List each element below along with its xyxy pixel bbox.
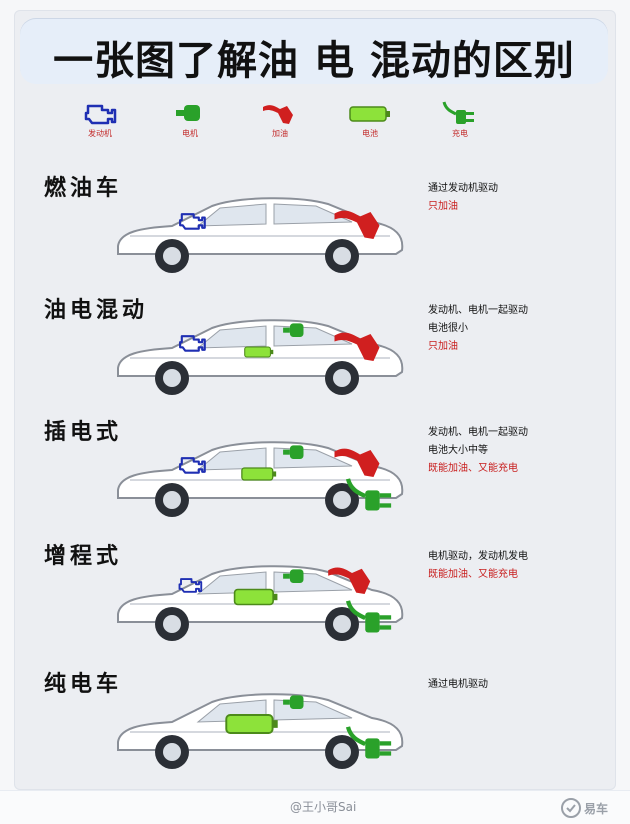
car-illustration [117, 197, 404, 273]
legend-label: 电机 [182, 129, 198, 138]
section-title: 增程式 [44, 544, 123, 569]
plug-icon [345, 726, 392, 759]
legend-label: 充电 [452, 129, 468, 138]
description-line: 既能加油、又能充电 [428, 463, 518, 474]
section-title: 插电式 [44, 420, 123, 445]
motor-icon [283, 569, 304, 583]
description-line: 电池大小中等 [428, 445, 488, 456]
section-description: 发动机、电机一起驱动 电池很小 只加油 [428, 302, 608, 356]
engine-icon [84, 104, 117, 125]
title-bar: 一张图了解油 电 混动的区别 [20, 18, 608, 84]
description-line: 既能加油、又能充电 [428, 569, 518, 580]
description-line: 电池很小 [428, 323, 468, 334]
battery-icon [349, 106, 390, 122]
legend-item-fuel: 加油 [240, 100, 320, 140]
section-title: 燃油车 [44, 176, 123, 201]
description-line: 通过发动机驱动 [428, 183, 498, 194]
description-line: 电机驱动，发动机发电 [428, 551, 528, 562]
engine-icon [179, 335, 206, 352]
battery-icon [225, 714, 278, 734]
plug-icon [345, 600, 392, 633]
description-line: 发动机、电机一起驱动 [428, 427, 528, 438]
fuel-nozzle-icon [334, 210, 380, 239]
plug-icon [345, 478, 392, 511]
section-electric-car: 纯电车 通过电机驱动 [30, 666, 590, 786]
plug-icon [442, 101, 474, 124]
legend-item-motor: 电机 [150, 100, 230, 140]
legend-item-engine: 发动机 [60, 100, 140, 140]
engine-icon [179, 213, 206, 230]
legend-label: 发动机 [88, 129, 112, 138]
fuel-nozzle-icon [334, 448, 380, 477]
legend-item-plug: 充电 [420, 100, 500, 140]
legend-label: 加油 [272, 129, 288, 138]
section-title: 纯电车 [44, 672, 123, 697]
footer [0, 790, 630, 824]
motor-icon [283, 445, 304, 459]
section-plugin-hybrid: 插电式 发动机、电机一起驱动 电池大小中等 既能加油、又能充电 [30, 414, 590, 534]
watermark: @王小哥Sai [290, 800, 357, 814]
page-title: 一张图了解油 电 混动的区别 [53, 38, 575, 84]
fuel-nozzle-icon [328, 567, 371, 594]
section-description: 通过发动机驱动 只加油 [428, 180, 608, 216]
poster-frame [14, 10, 616, 790]
legend-item-battery: 电池 [330, 100, 410, 140]
brand-logo-icon [561, 798, 581, 818]
section-description: 通过电机驱动 [428, 676, 608, 694]
battery-icon [233, 588, 278, 606]
engine-icon [178, 578, 203, 593]
legend-label: 电池 [362, 129, 378, 138]
legend: 发动机 电机 加油 电池 充电 [60, 100, 580, 140]
section-title: 油电混动 [44, 298, 149, 323]
fuel-nozzle-icon [263, 105, 293, 124]
description-line: 通过电机驱动 [428, 679, 488, 690]
section-description: 电机驱动，发动机发电 既能加油、又能充电 [428, 548, 608, 584]
motor-icon [176, 105, 200, 121]
description-line: 只加油 [428, 201, 458, 212]
brand-name: 易车 [584, 802, 609, 816]
battery-icon [241, 467, 277, 481]
description-line: 发动机、电机一起驱动 [428, 305, 528, 316]
motor-icon [283, 323, 304, 337]
motor-icon [283, 695, 304, 709]
section-fuel-car: 燃油车 通过发动机驱动 只加油 [30, 170, 590, 290]
battery-icon [244, 346, 274, 358]
section-hybrid: 油电混动 发动机、电机一起驱动 电池很小 只加油 [30, 292, 590, 412]
fuel-nozzle-icon [334, 332, 380, 361]
engine-icon [179, 457, 206, 474]
section-range-extender: 增程式 电机驱动，发动机发电 既能加油、又能充电 [30, 538, 590, 658]
section-description: 发动机、电机一起驱动 电池大小中等 既能加油、又能充电 [428, 424, 608, 478]
description-line: 只加油 [428, 341, 458, 352]
